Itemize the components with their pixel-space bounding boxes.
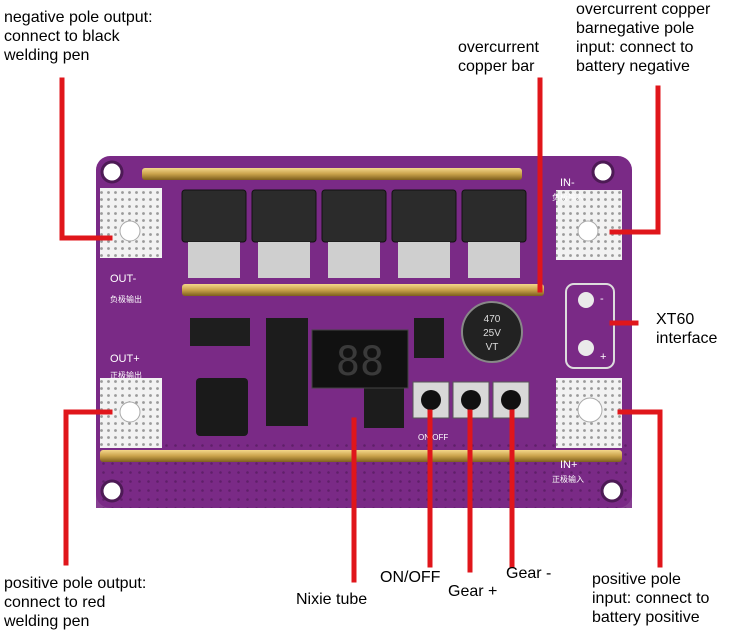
capacitor-value: 470	[484, 314, 501, 325]
silk-in-minus: IN-	[560, 177, 575, 189]
silk-out-plus-cn: 正极输出	[110, 370, 142, 380]
silk-out-minus-cn: 负极输出	[110, 294, 142, 304]
nixie-tube-display: 88	[311, 329, 409, 389]
label-line: connect to red	[4, 594, 106, 611]
label-line: input: connect to	[576, 39, 694, 56]
leader-lines	[59, 77, 663, 583]
capacitor-voltage: 25V	[483, 328, 501, 339]
capacitor: 470 25V VT	[461, 301, 523, 363]
ic-components	[190, 318, 444, 436]
label-gear-minus: Gear -	[506, 564, 551, 583]
label-line: battery positive	[592, 609, 700, 626]
silk-out-minus: OUT-	[110, 273, 137, 285]
label-line: connect to black	[4, 28, 120, 45]
label-line: Gear -	[506, 565, 552, 582]
silk-in-minus-cn: 负极输入	[552, 192, 584, 202]
copper-bars	[100, 168, 622, 462]
label-line: negative pole output:	[4, 9, 153, 26]
mosfet-row	[181, 189, 527, 278]
label-gear-plus: Gear +	[448, 582, 497, 601]
label-onoff: ON/OFF	[380, 568, 440, 587]
silkscreen: IN- 负极输入 OUT- 负极输出 OUT+ 正极输出 IN+ 正极输入 ON…	[110, 177, 584, 484]
label-line: Gear +	[448, 583, 498, 600]
silk-onoff: ON/OFF	[418, 433, 448, 442]
silk-in-plus-cn: 正极输入	[552, 474, 584, 484]
label-line: XT60	[656, 311, 695, 328]
gear-minus-button	[492, 381, 530, 419]
solder-pads	[100, 188, 622, 448]
label-line: barnegative pole	[576, 20, 695, 37]
label-line: ON/OFF	[380, 569, 441, 586]
label-line: Nixie tube	[296, 591, 368, 608]
xt60-plus-mark: +	[600, 351, 606, 363]
label-line: positive pole	[592, 571, 681, 588]
xt60-connector: - +	[565, 283, 615, 369]
label-line: copper bar	[458, 58, 535, 75]
label-negative-pole-input: overcurrent copper barnegative pole inpu…	[576, 0, 710, 76]
label-nixie-tube: Nixie tube	[296, 590, 367, 609]
label-line: welding pen	[4, 613, 90, 630]
silk-in-plus: IN+	[560, 459, 577, 471]
xt60-minus-mark: -	[600, 293, 604, 305]
label-line: overcurrent	[458, 39, 539, 56]
label-line: battery negative	[576, 58, 690, 75]
label-positive-pole-input: positive pole input: connect to battery …	[592, 570, 709, 627]
label-positive-pole-output: positive pole output: connect to red wel…	[4, 574, 146, 631]
label-line: positive pole output:	[4, 575, 147, 592]
label-line: overcurrent copper	[576, 1, 711, 18]
label-line: welding pen	[4, 47, 90, 64]
label-line: interface	[656, 330, 718, 347]
label-negative-pole-output: negative pole output: connect to black w…	[4, 8, 153, 65]
capacitor-series: VT	[486, 342, 499, 353]
label-line: input: connect to	[592, 590, 710, 607]
label-overcurrent-copper-bar: overcurrent copper bar	[458, 38, 539, 76]
silk-out-plus: OUT+	[110, 353, 140, 365]
label-xt60-interface: XT60 interface	[656, 310, 717, 348]
display-digits: 88	[336, 339, 384, 385]
